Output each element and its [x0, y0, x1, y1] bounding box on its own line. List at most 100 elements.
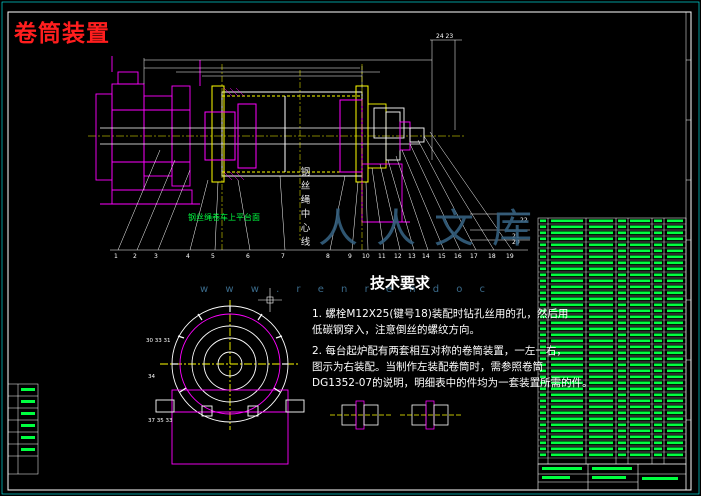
table-cell-text — [589, 291, 613, 295]
table-cell-text — [618, 375, 626, 379]
table-cell-text — [551, 345, 583, 349]
table-cell-text — [589, 399, 613, 403]
drawing-title: 卷筒装置 — [14, 21, 110, 47]
table-cell-text — [618, 309, 626, 313]
table-cell-text — [589, 285, 613, 289]
svg-text:4: 4 — [186, 253, 190, 260]
table-cell-text — [551, 237, 583, 241]
table-cell-text — [540, 303, 546, 307]
table-cell-text — [540, 423, 546, 427]
table-cell-text — [540, 273, 546, 277]
table-cell-text — [589, 219, 613, 223]
table-cell-text — [540, 447, 546, 451]
table-cell-text — [551, 399, 583, 403]
table-cell-text — [654, 345, 662, 349]
table-cell-text — [551, 309, 583, 313]
table-cell-text — [551, 369, 583, 373]
table-cell-text — [667, 249, 683, 253]
parts-table-fills — [540, 219, 683, 457]
table-cell-text — [618, 387, 626, 391]
table-cell-text — [630, 315, 650, 319]
table-cell-text — [540, 321, 546, 325]
table-cell-text — [551, 243, 583, 247]
table-cell-text — [589, 405, 613, 409]
table-cell-text — [667, 267, 683, 271]
table-cell-text — [540, 381, 546, 385]
svg-text:21: 21 — [512, 233, 520, 240]
table-cell-text — [589, 447, 613, 451]
table-cell-text — [540, 393, 546, 397]
side-view-teeth — [172, 306, 288, 393]
table-cell-text — [654, 273, 662, 277]
table-cell-text — [654, 363, 662, 367]
table-cell-text — [667, 219, 683, 223]
table-cell-text — [540, 411, 546, 415]
table-cell-text — [589, 249, 613, 253]
table-cell-text — [630, 267, 650, 271]
svg-text:24 23: 24 23 — [436, 33, 453, 40]
table-cell-text — [667, 237, 683, 241]
table-cell-text — [589, 393, 613, 397]
table-cell-text — [654, 405, 662, 409]
table-cell-text — [540, 255, 546, 259]
table-cell-text — [589, 255, 613, 259]
table-cell-text — [618, 297, 626, 301]
table-cell-text — [667, 423, 683, 427]
table-cell-text — [551, 273, 583, 277]
table-cell-text — [540, 357, 546, 361]
table-cell-text — [618, 357, 626, 361]
table-cell-text — [551, 297, 583, 301]
table-cell-text — [618, 273, 626, 277]
table-cell-text — [551, 429, 583, 433]
parts-table-rows — [538, 223, 686, 459]
table-cell-text — [630, 387, 650, 391]
table-cell-text — [630, 333, 650, 337]
table-cell-text — [654, 333, 662, 337]
table-cell-text — [667, 381, 683, 385]
table-cell-text — [551, 315, 583, 319]
svg-text:3: 3 — [154, 253, 158, 260]
table-cell-text — [630, 351, 650, 355]
table-cell-text — [654, 267, 662, 271]
table-cell-text — [667, 405, 683, 409]
table-cell-text — [630, 243, 650, 247]
table-cell-text — [551, 411, 583, 415]
svg-text:15: 15 — [438, 253, 446, 260]
table-cell-text — [630, 291, 650, 295]
zone-strip — [685, 12, 692, 490]
table-cell-text — [551, 249, 583, 253]
svg-text:18: 18 — [488, 253, 496, 260]
table-cell-text — [551, 393, 583, 397]
table-cell-text — [551, 417, 583, 421]
drum-hatch — [223, 87, 245, 181]
table-cell-text — [551, 225, 583, 229]
table-cell-text — [667, 315, 683, 319]
table-cell-text — [654, 375, 662, 379]
table-cell-text — [654, 453, 662, 457]
revision-strip-fill — [21, 388, 35, 451]
table-cell-text — [551, 261, 583, 265]
svg-text:19: 19 — [506, 253, 514, 260]
table-cell-text — [551, 447, 583, 451]
table-cell-text — [618, 267, 626, 271]
table-cell-text — [551, 291, 583, 295]
table-cell-text — [630, 357, 650, 361]
table-cell-text — [540, 279, 546, 283]
shaft — [100, 127, 420, 145]
centerline-note: 钢丝绳中心线 — [300, 167, 311, 248]
table-cell-text — [654, 225, 662, 229]
table-cell-text — [667, 357, 683, 361]
table-cell-text — [654, 399, 662, 403]
table-cell-text — [630, 231, 650, 235]
table-cell-text — [630, 309, 650, 313]
requirement-line-3: 2. 每台起炉配有两套相互对称的卷筒装置，一左一右， — [312, 345, 567, 357]
table-cell-text — [540, 417, 546, 421]
table-cell-text — [618, 291, 626, 295]
table-cell-text — [618, 249, 626, 253]
table-cell-text — [667, 297, 683, 301]
table-cell-text — [618, 381, 626, 385]
table-cell-text — [654, 339, 662, 343]
table-cell-text — [589, 309, 613, 313]
table-cell-text — [667, 369, 683, 373]
table-cell-text — [630, 297, 650, 301]
